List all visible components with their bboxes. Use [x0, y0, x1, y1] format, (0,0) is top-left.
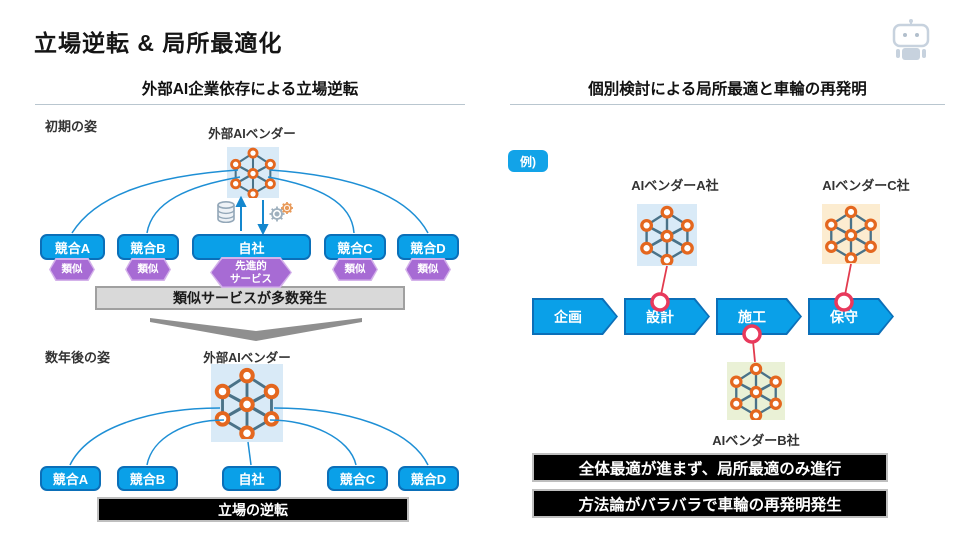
similar-tag: 類似	[332, 258, 378, 281]
later-stage-label: 数年後の姿	[45, 350, 111, 365]
company-box-competitor-b: 競合B	[117, 234, 179, 260]
position-reversal-note: 立場の逆転	[97, 497, 409, 522]
similar-services-note: 類似サービスが多数発生	[95, 286, 405, 310]
conclusion-note-2: 方法論がバラバラで車輪の再発明発生	[532, 489, 888, 518]
company-box-competitor-b: 競合B	[117, 466, 178, 491]
process-step-maintenance: 保守	[808, 298, 894, 335]
later-vendor-label: 外部AIベンダー	[203, 351, 291, 365]
vendor-b-label: AIベンダーB社	[712, 433, 800, 448]
left-section-header: 外部AI企業依存による立場逆転	[141, 81, 359, 98]
neural-network-icon	[227, 147, 279, 198]
vendor-a-label: AIベンダーA社	[631, 178, 719, 193]
process-step-construction: 施工	[716, 298, 802, 335]
neural-network-icon	[727, 362, 785, 420]
page-title: 立場逆転 & 局所最適化	[34, 30, 283, 56]
download-arrow-icon	[257, 200, 269, 236]
advanced-service-tag: 先進的サービス	[210, 257, 292, 288]
company-box-competitor-a: 競合A	[40, 466, 101, 491]
advanced-service-line2: サービス	[230, 272, 272, 285]
conclusion-note-1: 全体最適が進まず、局所最適のみ進行	[532, 453, 888, 482]
upload-arrow-icon	[235, 195, 247, 231]
gear-icon	[269, 202, 293, 222]
process-step-planning: 企画	[532, 298, 618, 335]
company-box-own: 自社	[222, 466, 281, 491]
initial-vendor-label: 外部AIベンダー	[208, 127, 296, 141]
similar-tag: 類似	[405, 258, 451, 281]
advanced-service-line1: 先進的	[235, 260, 267, 273]
left-section-rule	[35, 104, 465, 105]
company-box-competitor-c: 競合C	[324, 234, 386, 260]
example-badge: 例)	[508, 150, 548, 172]
database-icon	[217, 201, 235, 223]
process-step-label: 施工	[738, 308, 766, 325]
neural-network-icon	[822, 204, 880, 264]
company-box-competitor-d: 競合D	[397, 234, 459, 260]
process-step-label: 保守	[830, 308, 858, 325]
process-step-design: 設計	[624, 298, 710, 335]
right-section-rule	[510, 104, 945, 105]
process-step-label: 設計	[646, 308, 674, 325]
robot-icon	[892, 19, 930, 60]
initial-stage-label: 初期の姿	[45, 119, 98, 134]
right-section-header: 個別検討による局所最適と車輪の再発明	[588, 81, 867, 98]
transition-chevron-icon	[150, 318, 362, 341]
similar-tag: 類似	[49, 258, 95, 281]
company-box-competitor-c: 競合C	[327, 466, 388, 491]
company-box-competitor-d: 競合D	[398, 466, 459, 491]
similar-tag: 類似	[125, 258, 171, 281]
vendor-c-label: AIベンダーC社	[822, 178, 910, 193]
process-step-label: 企画	[554, 308, 582, 325]
company-box-own: 自社	[192, 234, 311, 260]
company-box-competitor-a: 競合A	[40, 234, 105, 260]
neural-network-icon	[637, 204, 697, 266]
neural-network-icon	[211, 364, 283, 442]
